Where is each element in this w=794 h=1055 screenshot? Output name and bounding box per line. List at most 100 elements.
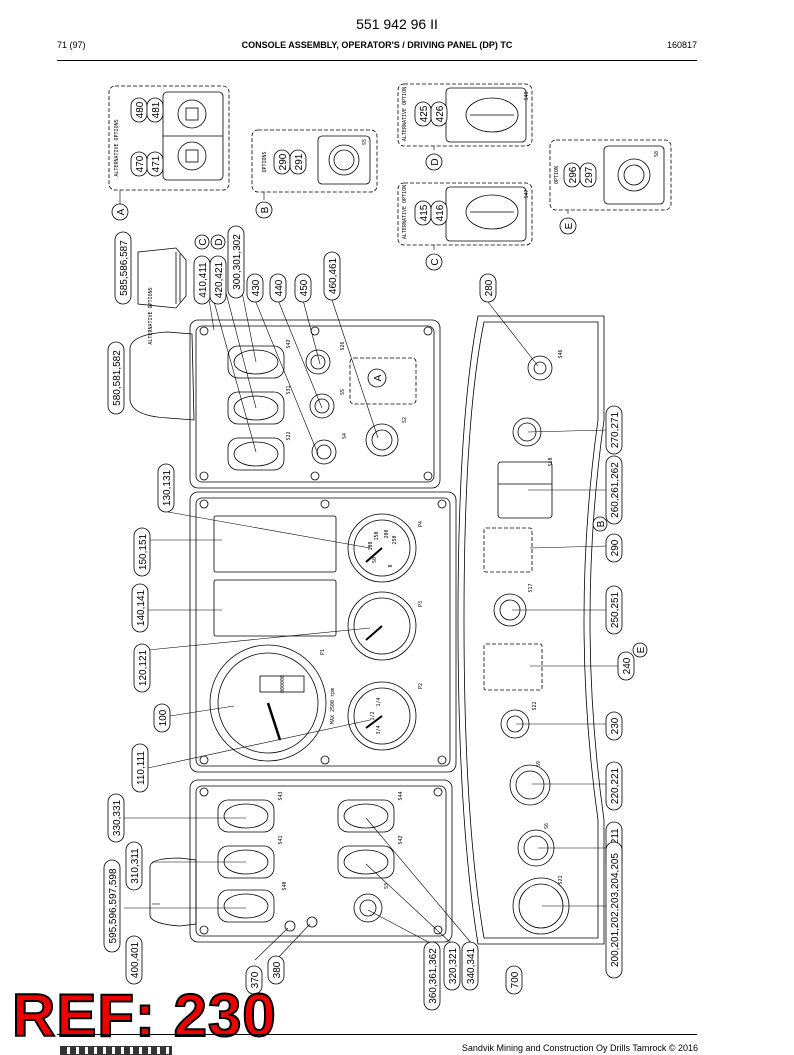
switch-codes: S42 S31 S22 S4 S5 S2 S26 S43 S41 S40 S44…	[278, 91, 660, 890]
note-alt-options-knob: ALTERNATIVE OPTIONS	[148, 287, 154, 344]
detail-letter: D	[430, 158, 441, 165]
callout-label: 420,421	[214, 261, 225, 298]
switch-code: S26	[340, 341, 346, 350]
callout-label: 220,221	[610, 767, 621, 804]
switch-code: S47	[524, 189, 530, 198]
switch-code: S22	[532, 701, 538, 710]
callout-label: 450	[299, 279, 310, 296]
footer-copyright: Sandvik Mining and Construction Oy Drill…	[461, 1043, 698, 1053]
note-option-e: OPTION	[554, 166, 560, 184]
switch-code: S5	[340, 389, 346, 395]
header-rule	[57, 60, 697, 61]
callout-label: 150,151	[138, 533, 149, 570]
tacho-counter: 000000	[280, 675, 286, 693]
note-alt-option-c: ALTERNATIVE OPTION	[402, 185, 408, 239]
callout-label: 100	[158, 709, 169, 726]
switch-code: S46	[558, 349, 564, 358]
callout-label: 471	[151, 155, 162, 172]
switch-code: S40	[282, 881, 288, 890]
callout-label: 240	[622, 657, 633, 674]
callout-label: 410,411	[198, 262, 209, 298]
temp-tick: 200	[384, 529, 390, 538]
switch-code: S43	[278, 791, 284, 800]
callout-label: 330,331	[112, 799, 123, 836]
callout-label: 481	[151, 101, 162, 118]
callout-label: 250,251	[610, 591, 621, 628]
right-side-panel	[457, 315, 605, 945]
switch-code: S21	[558, 875, 564, 884]
page-number: 71 (97)	[57, 40, 86, 50]
detail-notes: ALTERNATIVE OPTIONS OPTIONS ALTERNATIVE …	[114, 87, 560, 345]
callout-label: 320,321	[448, 947, 459, 984]
callout-label: 280	[484, 279, 495, 296]
callout-label: 290	[610, 539, 621, 556]
fuel-tick: 1/4	[376, 697, 382, 706]
detail-letter: B	[260, 206, 271, 213]
callout-label: 120,121	[138, 649, 149, 686]
detail-e-box	[549, 139, 672, 211]
switch-code: S41	[278, 835, 284, 844]
footer-rule	[57, 1034, 697, 1035]
callout-label: 300,301,302	[232, 234, 243, 290]
callout-label: 110,111	[136, 751, 147, 785]
page-title: CONSOLE ASSEMBLY, OPERATOR'S / DRIVING P…	[241, 40, 513, 50]
switch-code: S2	[402, 417, 408, 423]
callout-label: 310,311	[130, 848, 141, 884]
temp-tick: 250	[392, 535, 398, 544]
callout-label: 440	[274, 279, 285, 296]
callout-label: 380	[272, 961, 283, 978]
callout-label: 296	[568, 166, 579, 183]
switch-code: S42	[398, 835, 404, 844]
switch-code: S5	[362, 139, 368, 145]
switch-code: S42	[286, 339, 292, 348]
fuel-tick: 3/4	[376, 725, 382, 734]
lower-switch-panel	[189, 779, 453, 943]
callout-label: 460,461	[328, 257, 339, 294]
callout-label: 340,341	[466, 947, 477, 984]
callout-label: 595,596,597,598	[108, 868, 119, 944]
callout-label: 430	[251, 279, 262, 296]
callout-label: 130,131	[162, 469, 173, 506]
callout-label: 700	[510, 971, 521, 988]
callout-label: 200,201,202,203,204,205	[610, 853, 621, 967]
detail-letter: B	[596, 520, 607, 527]
callout-label: 140,141	[136, 589, 147, 626]
knob-580	[129, 331, 195, 421]
detail-letter: A	[373, 374, 384, 381]
detail-letter: C	[198, 238, 209, 245]
temp-tick: 100	[368, 541, 374, 550]
switch-code: S31	[286, 385, 292, 394]
callout-label: 370	[250, 971, 261, 988]
detail-letters: A B C D E B E C D A	[111, 153, 648, 658]
ref-stamp: REF: 230	[11, 982, 277, 1049]
callout-label: 290	[278, 153, 289, 170]
callout-label: 416	[435, 204, 446, 221]
callout-label: 470	[135, 155, 146, 172]
callout-label: 585,586,587	[119, 240, 130, 296]
callout-label: 230	[610, 717, 621, 734]
detail-letter: E	[636, 646, 647, 653]
detail-letter: E	[564, 222, 575, 229]
gauge-p2: P2	[418, 683, 424, 689]
detail-letter: C	[430, 258, 441, 265]
note-options: OPTIONS	[262, 151, 268, 172]
document-date: 160817	[666, 40, 697, 50]
temp-tick: 150	[374, 531, 380, 540]
switch-code: S3	[384, 883, 390, 889]
gauge-text: MAX 2500 rpm 000000 P1 P2 P3 P4 1/2 3/4 …	[280, 521, 424, 735]
callout-label: 360,361,362	[428, 948, 439, 1004]
callout-label: 480	[135, 101, 146, 118]
callout-label: 260,261,262	[610, 462, 621, 518]
upper-switch-panel	[189, 319, 441, 489]
callout-label: 425	[419, 105, 430, 122]
callout-label: 426	[435, 105, 446, 122]
knob-595	[149, 857, 197, 927]
callout-label: 580,581,582	[112, 350, 123, 406]
switch-code: S22	[286, 431, 292, 440]
detail-a-box	[108, 85, 230, 191]
switch-code: S6	[544, 823, 550, 829]
knob-alternative	[137, 247, 187, 309]
switch-code: S17	[528, 583, 534, 592]
detail-b-box	[251, 129, 378, 193]
